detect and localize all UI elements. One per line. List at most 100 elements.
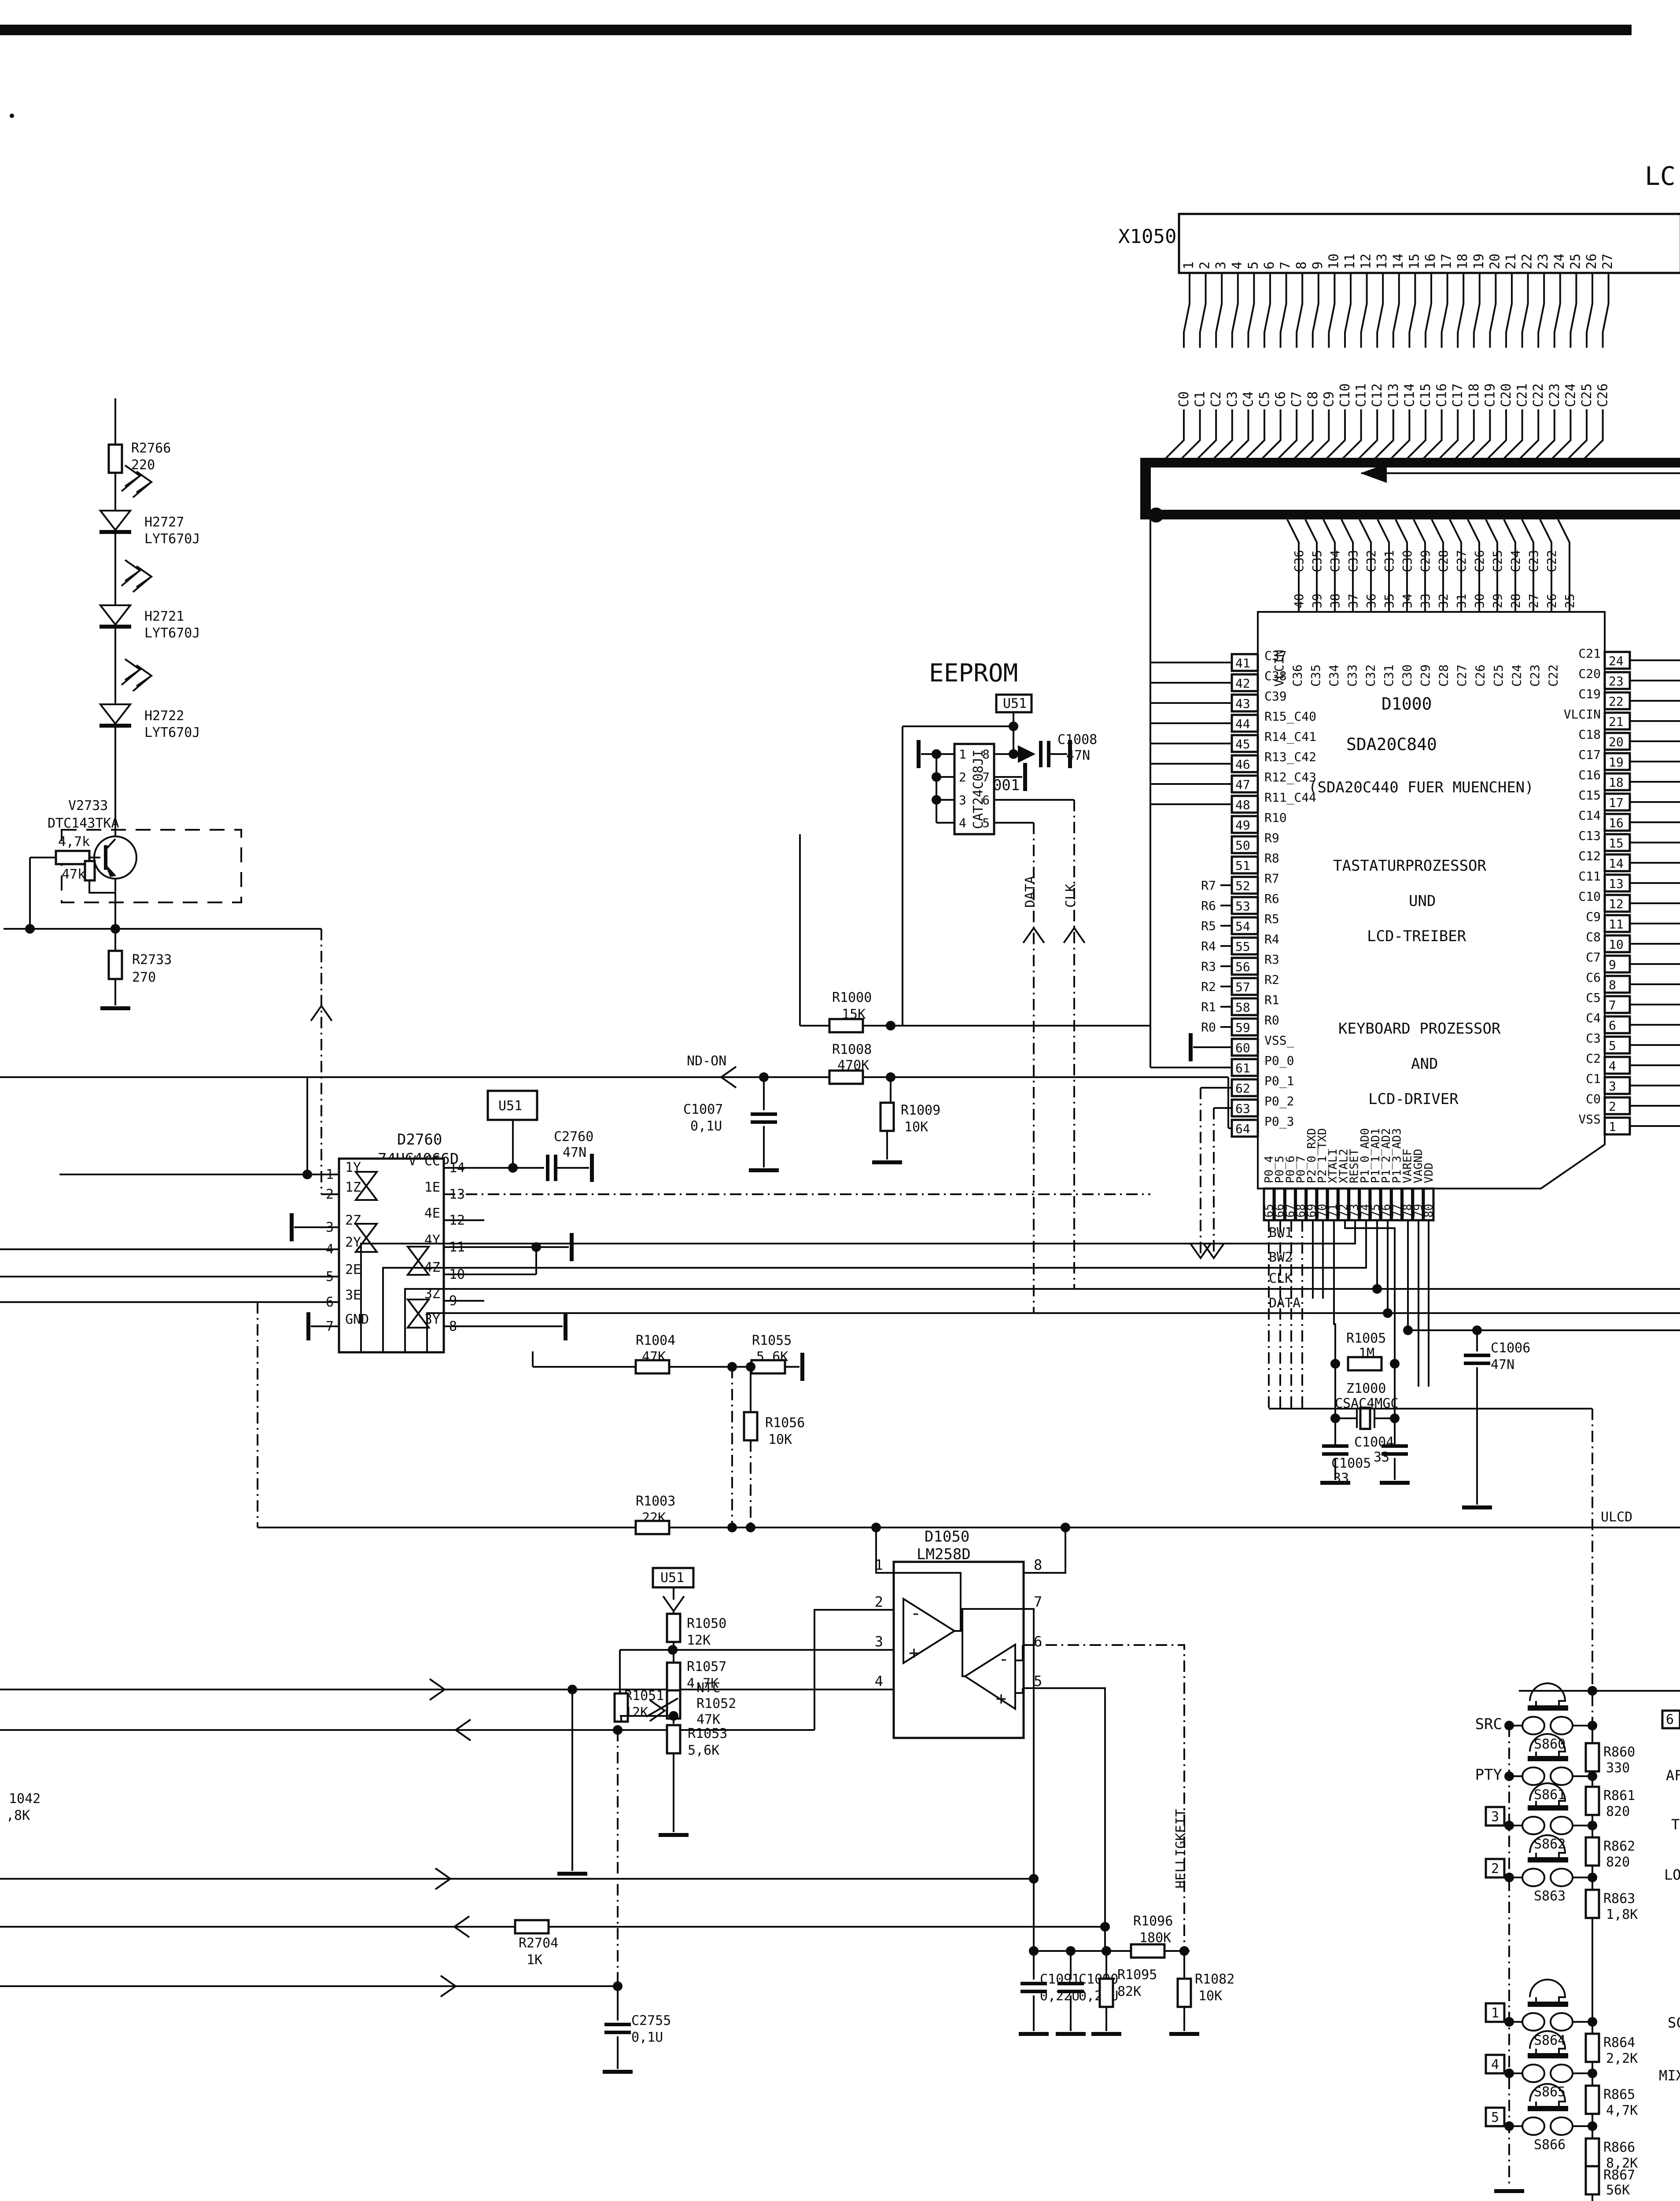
r2766-value: 220: [131, 457, 155, 473]
main-ic-desc-de2: UND: [1409, 892, 1436, 910]
eeprom-ic: [953, 743, 995, 835]
eeprom-pin-number: 2: [959, 770, 966, 784]
ic-pin-box: [1603, 651, 1631, 670]
opamp-b-triangle: [963, 1643, 1016, 1711]
capacitor-symbol: [546, 1155, 549, 1181]
d2760-pin-label: 4Y: [424, 1233, 440, 1248]
resistor-value: 1,8K: [1606, 1907, 1638, 1922]
wire: [1489, 273, 1497, 348]
connector-pin-number: 2: [1197, 261, 1213, 269]
v2733-part: DTC143TKA: [48, 816, 119, 831]
ic-left-pin-label: R14_C41: [1264, 729, 1316, 744]
connector-pin-number: 6: [1262, 261, 1277, 269]
resistor-symbol: [879, 1101, 895, 1132]
wire: [360, 1220, 1356, 1351]
wire: [875, 1527, 894, 1574]
eeprom-pin-number: 5: [982, 816, 990, 830]
connector-ref: X1050: [1118, 225, 1176, 248]
junction-dot: [1504, 1873, 1514, 1882]
ic-left-pin-label: P0_1: [1264, 1074, 1294, 1089]
opamp-pin: 8: [1034, 1557, 1042, 1573]
junction-dot: [1504, 1721, 1514, 1730]
switch-contact: [1522, 2012, 1545, 2032]
ic-right-pin-label: VLCIN: [1564, 707, 1601, 721]
ground-symbol: [557, 1872, 587, 1876]
ground-symbol: [1056, 2032, 1086, 2036]
ic-left-pin-number: 46: [1235, 757, 1250, 772]
ic-left-pin-label: VSS_: [1264, 1033, 1294, 1048]
main-ic-ref: D1000: [1382, 694, 1432, 714]
connector-pin-number: 14: [1391, 254, 1406, 269]
ic-left-pin-number: 64: [1235, 1122, 1250, 1136]
h2727-ref: H2727: [144, 515, 184, 530]
switch-contact: [1522, 2064, 1545, 2083]
data-label: DATA: [1269, 1296, 1301, 1311]
ic-right-pin-label: C20: [1578, 666, 1601, 681]
c2760-value: 47N: [563, 1145, 586, 1160]
ic-left-outside-label: R3: [1201, 959, 1216, 974]
t-terminal: [1189, 1033, 1193, 1061]
wire: [1286, 519, 1300, 612]
ic-right-pin-label: C3: [1586, 1031, 1601, 1045]
resistor-ref: R862: [1603, 1839, 1635, 1854]
t-terminal: [917, 740, 921, 768]
ic-right-pin-number: 12: [1609, 897, 1624, 911]
ground-symbol: [1380, 1481, 1410, 1485]
switch-contact: [1550, 2012, 1573, 2032]
arrow-icon: [310, 1004, 333, 1022]
t-terminal: [1068, 740, 1072, 768]
resistor-symbol: [1098, 1977, 1114, 2008]
ic-pin-box: [1603, 691, 1631, 710]
ic-left-pin-number: 60: [1235, 1041, 1250, 1055]
switch-dome: [1529, 2083, 1566, 2106]
ic-right-pin-label: C8: [1586, 930, 1601, 944]
capacitor-symbol: [1047, 741, 1050, 767]
r1082-ref: R1082: [1195, 1972, 1234, 1987]
ic-pin-box: [1231, 957, 1259, 976]
ic-right-pin-number: 20: [1609, 735, 1624, 749]
ic-pin-box: [1603, 711, 1631, 731]
ic-top-inside-label: C23: [1528, 664, 1542, 687]
component-labels: R1000 15K ND-ON R1008 470K C1007 0,1U R1…: [6, 990, 1632, 2045]
switch-bar: [1528, 2002, 1568, 2007]
ic-right-pin-label: C9: [1586, 909, 1601, 924]
wire: [1390, 409, 1411, 460]
resistor-symbol: [107, 443, 123, 474]
wire: [1431, 519, 1444, 612]
ic-left-pin-number: 53: [1235, 899, 1250, 913]
connector-wire-label: C5: [1257, 391, 1272, 407]
ic-left-pin-number: 42: [1235, 676, 1250, 691]
ic-right-pin-number: 7: [1609, 998, 1616, 1012]
wire: [1438, 409, 1459, 460]
v2733-ref: V2733: [68, 798, 108, 813]
ic-right-pin-number: 14: [1609, 856, 1624, 871]
ic-top-wire-label: C32: [1364, 550, 1378, 572]
r1082-value: 10K: [1198, 1988, 1222, 2004]
ic-top-pin-number: 36: [1364, 593, 1378, 608]
d2760-supply-box: [486, 1089, 538, 1121]
opamp-plus: +: [996, 1689, 1006, 1709]
wire: [1567, 409, 1588, 460]
edge-label: AF: [1666, 1767, 1680, 1784]
ic-top-wire-label: C35: [1310, 550, 1324, 572]
h2727-part: LYT670J: [144, 531, 200, 547]
key-number-box: [1485, 2106, 1506, 2127]
connector-pin-number: 22: [1520, 254, 1535, 269]
connector-wire-label: C13: [1386, 383, 1401, 407]
ic-top-inside-label: C29: [1418, 664, 1433, 687]
resistor-symbol: [107, 950, 123, 980]
wire: [1602, 273, 1610, 348]
wire: [1584, 409, 1604, 460]
connector-pin-number: 23: [1536, 254, 1551, 269]
capacitor-symbol: [751, 1112, 777, 1116]
capacitor-symbol: [1021, 1990, 1047, 1993]
junction-dot: [1403, 1325, 1413, 1335]
switch-contact: [1522, 1868, 1545, 1887]
resistor-symbol: [634, 1359, 671, 1375]
connector-wire-label: C7: [1289, 391, 1304, 407]
wire: [814, 1609, 894, 1730]
ic-top-inside-label: C31: [1382, 664, 1396, 687]
h2721-part: LYT670J: [144, 626, 200, 641]
arrow-icon: [440, 1975, 457, 1998]
ic-top-inside-label: C34: [1327, 664, 1341, 687]
